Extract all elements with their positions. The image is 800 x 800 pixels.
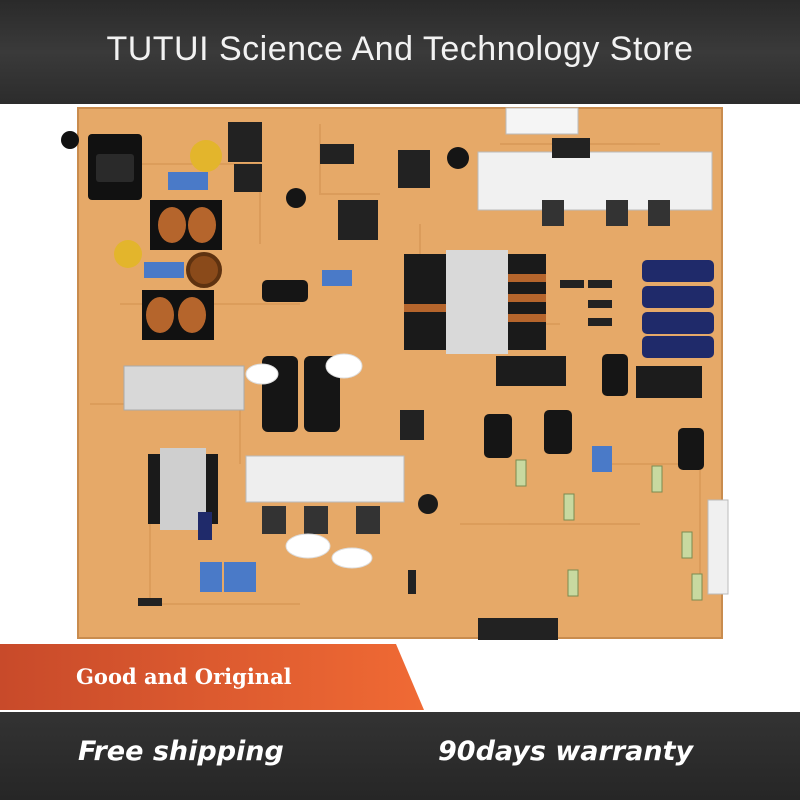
- ic-chips: [320, 138, 590, 240]
- pcb-board-illustration: [61, 107, 729, 640]
- small-capacitors: [262, 147, 704, 470]
- mosfets: [262, 200, 670, 534]
- x-capacitor: [144, 262, 184, 278]
- side-connector: [707, 499, 729, 595]
- promo-footer: Free shipping 90days warranty: [0, 712, 800, 800]
- film-capacitor: [224, 562, 256, 592]
- y-capacitor: [190, 140, 222, 172]
- output-capacitors: [642, 260, 714, 358]
- main-transformer: [404, 250, 546, 354]
- quality-badge: Good and Original: [0, 644, 440, 710]
- y-capacitor: [114, 240, 142, 268]
- output-connector-top: [505, 107, 579, 135]
- badge-shape: [0, 644, 424, 710]
- x-capacitor: [168, 172, 208, 190]
- store-title: TUTUI Science And Technology Store: [106, 30, 694, 68]
- product-photo: [0, 104, 800, 644]
- output-choke: [636, 366, 702, 398]
- toroid-inductor: [186, 252, 222, 288]
- output-connector-bottom: [478, 618, 558, 640]
- bridge-rectifier: [228, 122, 262, 162]
- heatsink-right: [477, 151, 713, 211]
- warranty-label: 90days warranty: [438, 736, 694, 767]
- diodes: [138, 280, 612, 606]
- quality-label: Good and Original: [76, 664, 292, 689]
- common-mode-choke-1: [150, 200, 222, 250]
- store-banner: TUTUI Science And Technology Store: [0, 0, 800, 104]
- common-mode-choke-2: [142, 290, 214, 340]
- small-transformer: [400, 410, 424, 440]
- heatsink-center: [245, 455, 405, 503]
- output-choke: [496, 356, 566, 386]
- heatsink-left: [123, 365, 245, 411]
- free-shipping-label: Free shipping: [78, 736, 284, 767]
- resistors: [515, 459, 703, 601]
- thermal-compound: [245, 353, 373, 569]
